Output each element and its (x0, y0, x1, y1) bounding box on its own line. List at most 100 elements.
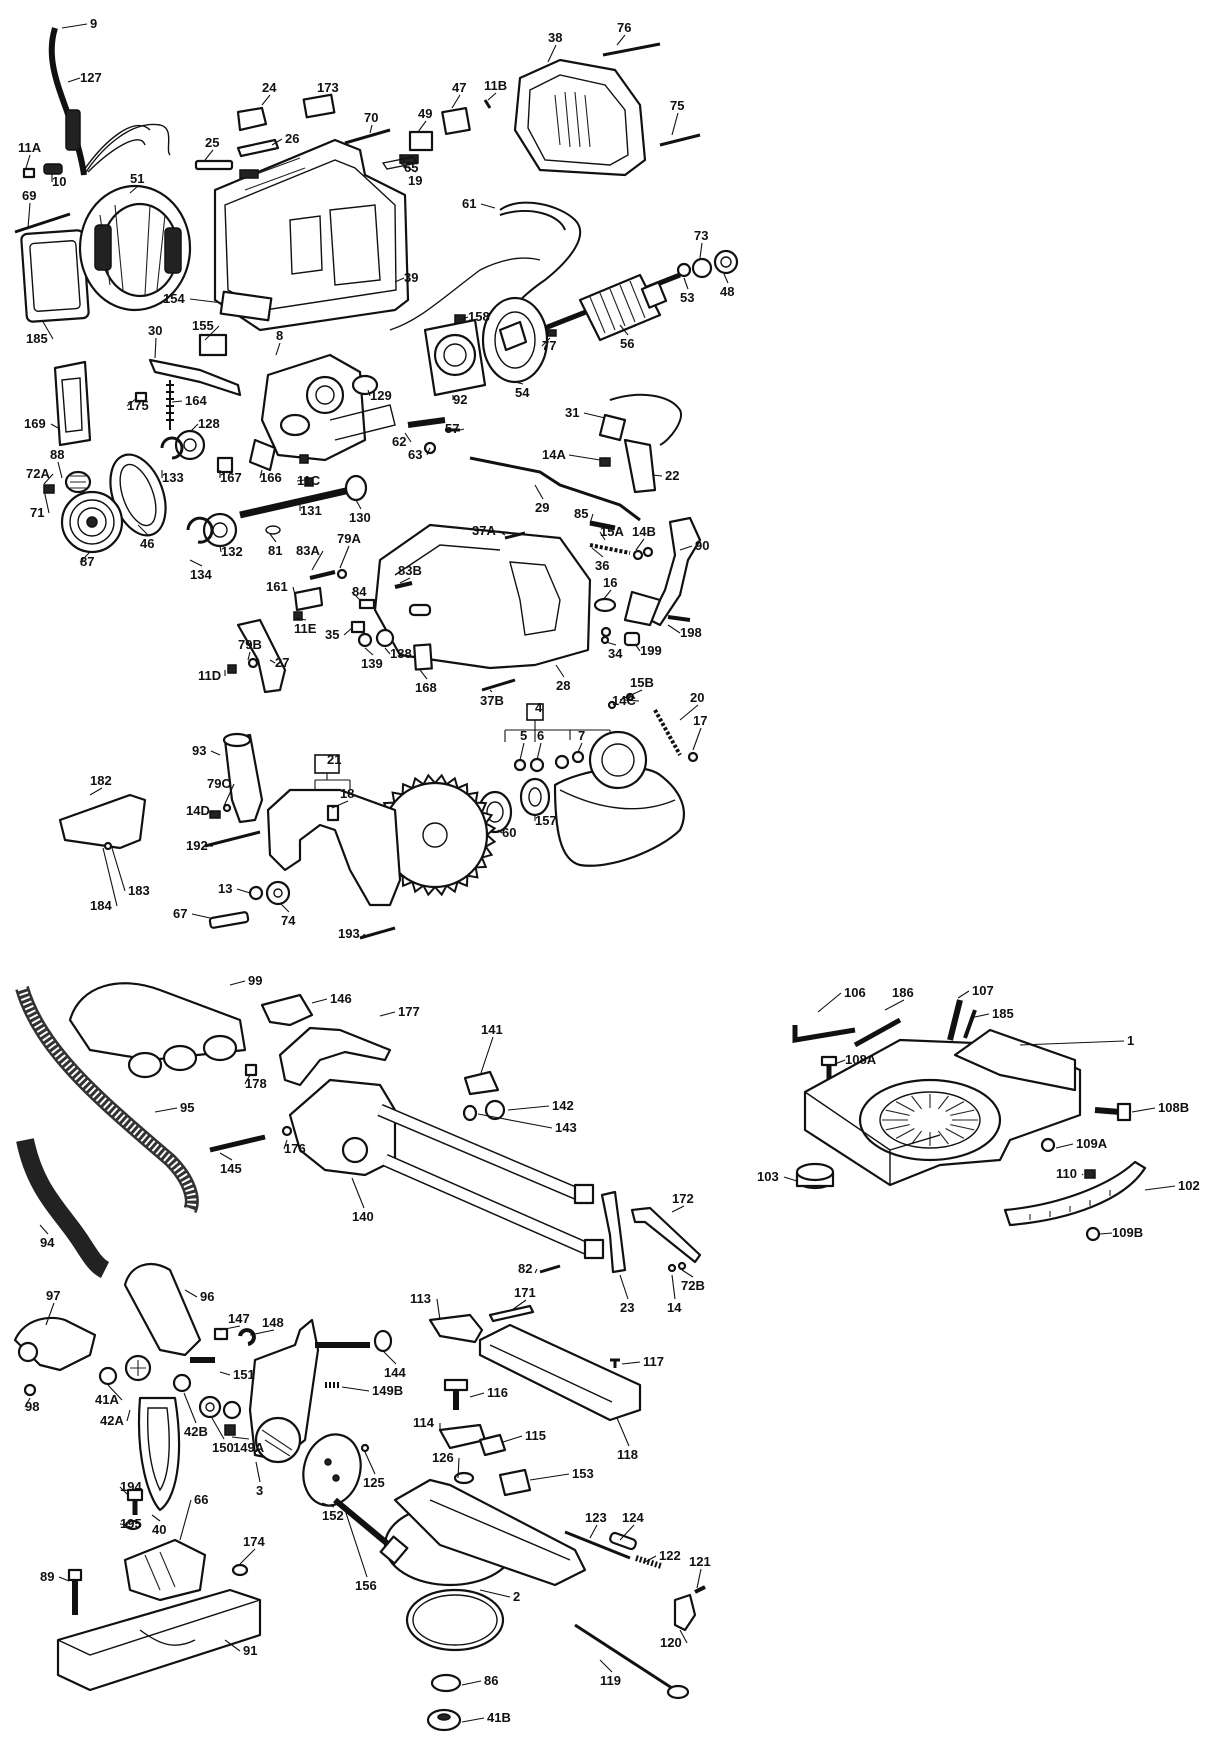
leader-line (339, 545, 350, 569)
part-number-label: 54 (515, 385, 530, 400)
part-number-label: 141 (481, 1022, 503, 1037)
part-number-label: 79A (337, 531, 361, 546)
callout-63: 63 (408, 447, 431, 462)
leader-line (209, 810, 214, 815)
callout-90: 90 (679, 538, 709, 553)
part-number-label: 6 (537, 728, 544, 743)
callout-184: 184 (90, 847, 118, 913)
callout-16: 16 (602, 575, 617, 601)
callout-51: 51 (129, 171, 144, 194)
part-number-label: 130 (349, 510, 371, 525)
part-number-label: 10 (52, 174, 66, 189)
callout-138: 138 (384, 646, 412, 661)
part-number-label: 122 (659, 1548, 681, 1563)
part-number-label: 114 (413, 1415, 435, 1430)
callout-147: 147 (219, 1311, 250, 1331)
leader-line (311, 998, 328, 1004)
leader-line (229, 980, 246, 986)
part-number-label: 119 (600, 1673, 621, 1688)
leader-line (399, 577, 411, 584)
leader-line (692, 727, 702, 751)
callout-41B: 41B (461, 1710, 511, 1725)
leader-line (67, 77, 81, 83)
leader-line (671, 1274, 676, 1300)
callout-119: 119 (599, 1659, 621, 1688)
callout-8: 8 (275, 328, 283, 356)
leader-line (817, 992, 842, 1013)
part-number-label: 31 (565, 405, 579, 420)
leader-line (184, 1289, 198, 1298)
leader-line (295, 617, 307, 621)
part-number-label: 177 (398, 1004, 420, 1019)
part-number-label: 172 (672, 1191, 694, 1206)
leader-line (502, 1435, 523, 1443)
part-number-label: 158 (468, 309, 490, 324)
part-number-label: 116 (487, 1385, 508, 1400)
part-number-label: 178 (245, 1076, 267, 1091)
mitre-table (803, 1028, 1082, 1187)
leader-line (671, 112, 679, 136)
callout-108A: 108A (834, 1052, 877, 1067)
callout-30: 30 (148, 323, 162, 359)
callout-22: 22 (651, 468, 679, 483)
part-number-label: 41B (487, 1710, 511, 1725)
part-number-label: 118 (617, 1447, 638, 1462)
leader-line (679, 545, 693, 551)
callout-11B: 11B (484, 78, 507, 101)
part-number-label: 185 (992, 1006, 1014, 1021)
leader-line (321, 1502, 335, 1508)
armature (539, 272, 681, 342)
callout-71: 71 (30, 489, 50, 520)
leader-line (61, 23, 88, 29)
callout-139: 139 (361, 647, 383, 671)
leader-line (834, 1059, 846, 1065)
leader-line (624, 699, 640, 702)
part-number-label: 84 (352, 584, 367, 599)
leader-line (651, 474, 663, 477)
callout-88: 88 (50, 447, 64, 479)
callout-76: 76 (616, 20, 631, 46)
leader-line (351, 591, 361, 601)
callout-87: 87 (79, 551, 94, 569)
part-number-label: 109A (1076, 1136, 1108, 1151)
leader-line (568, 454, 601, 461)
leader-line (261, 94, 271, 106)
part-number-label: 82 (518, 1261, 532, 1276)
turntable (383, 1478, 587, 1587)
part-number-label: 140 (352, 1209, 374, 1224)
leader-line (111, 847, 126, 892)
part-number-label: 132 (221, 544, 243, 559)
part-number-label: 153 (572, 1466, 594, 1481)
part-number-label: 63 (408, 447, 422, 462)
part-number-label: 23 (620, 1300, 634, 1315)
callout-158: 158 (459, 309, 490, 324)
fence-rail (478, 1323, 642, 1422)
callout-31: 31 (565, 405, 606, 420)
leader-line (457, 1457, 460, 1479)
callout-49: 49 (417, 106, 432, 133)
part-number-label: 75 (670, 98, 684, 113)
callout-175: 175 (126, 397, 149, 413)
callout-62: 62 (392, 432, 412, 449)
part-number-label: 72B (681, 1278, 705, 1293)
leader-line (189, 559, 203, 567)
leader-line (271, 138, 283, 146)
callout-25: 25 (204, 135, 219, 161)
leader-line (616, 1417, 630, 1447)
leader-line (189, 423, 199, 433)
callout-110: 110 (1056, 1166, 1084, 1181)
leader-line (536, 742, 542, 761)
leader-line (179, 1499, 192, 1541)
leader-line (275, 342, 281, 356)
leader-line (247, 651, 251, 661)
callout-13: 13 (218, 881, 251, 896)
part-number-label: 109B (1112, 1225, 1143, 1240)
callout-24: 24 (261, 80, 277, 106)
leader-line (269, 533, 277, 543)
callout-34: 34 (605, 641, 623, 661)
callout-2: 2 (479, 1589, 520, 1604)
part-number-label: 94 (40, 1235, 55, 1250)
leader-line (477, 1113, 553, 1129)
callout-134: 134 (189, 559, 212, 582)
leader-line (404, 432, 412, 443)
